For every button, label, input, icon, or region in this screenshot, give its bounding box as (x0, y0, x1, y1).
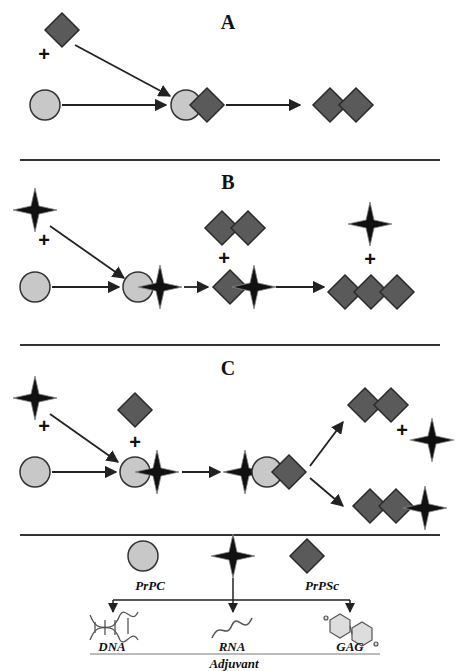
panel-letter: A (221, 12, 235, 32)
plus-sign: + (38, 230, 50, 250)
adjuvant-type: GAG (336, 640, 363, 653)
prion-shapes (13, 13, 454, 578)
plus-sign: + (364, 249, 376, 269)
adjuvant-tree (113, 578, 350, 612)
panel-letter: B (221, 172, 234, 192)
adjuvant-type: DNA (98, 640, 125, 653)
plus-sign: + (38, 44, 50, 64)
plus-sign: + (129, 432, 141, 452)
plus-sign: + (396, 420, 408, 440)
plus-sign: + (38, 416, 50, 436)
reaction-arrow (50, 45, 343, 506)
key-label: PrPSc (305, 579, 339, 592)
panel-letter: C (221, 358, 235, 378)
key-label: Adjuvant (209, 657, 258, 670)
dna-symbol (90, 612, 138, 642)
plus-sign: + (218, 248, 230, 268)
panel-divider (20, 160, 440, 535)
adjuvant-type: RNA (219, 640, 246, 653)
rna-symbol (212, 618, 252, 638)
bracket-line (90, 654, 380, 655)
key-label: PrPC (135, 579, 165, 592)
